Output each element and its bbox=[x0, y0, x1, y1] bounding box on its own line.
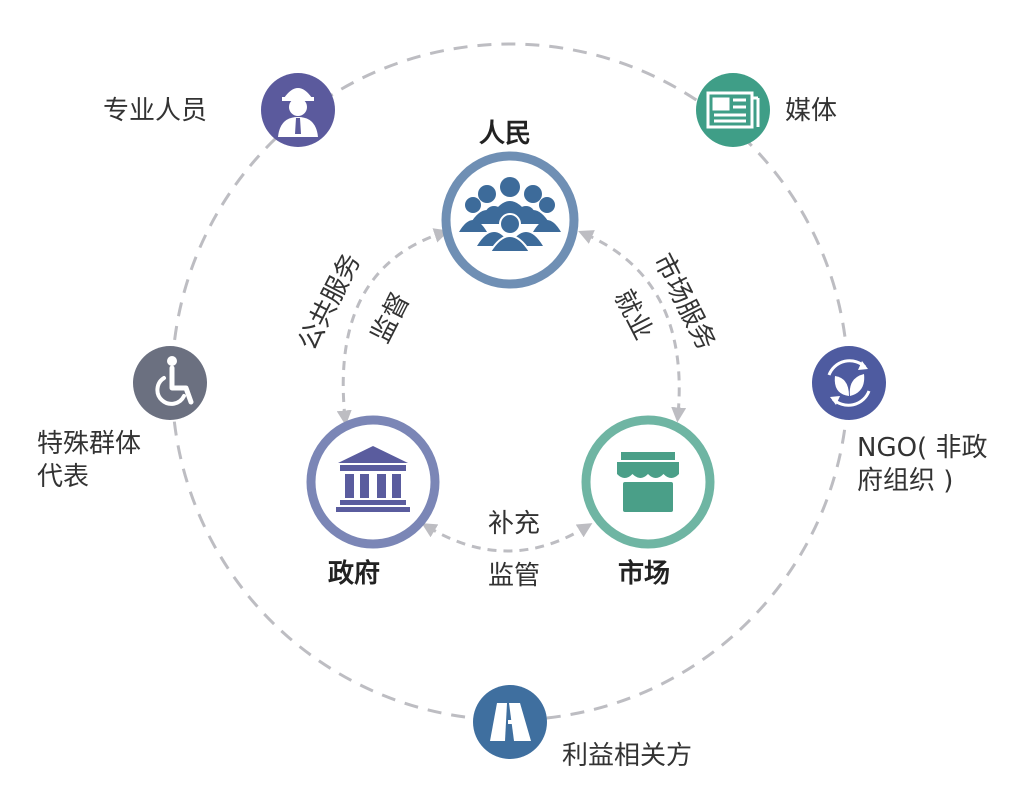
ngo-label-line2: 府组织 ) bbox=[857, 466, 954, 496]
arc-government-market bbox=[421, 523, 593, 553]
supplement-label: 补充 bbox=[488, 509, 541, 539]
media-label: 媒体 bbox=[785, 96, 838, 126]
interested-parties-label: 利益相关方 bbox=[562, 741, 693, 771]
arc-market-people bbox=[578, 230, 687, 423]
media-node bbox=[696, 73, 770, 147]
professionals-label: 专业人员 bbox=[103, 96, 208, 126]
road-icon bbox=[490, 703, 531, 741]
government-building-icon bbox=[336, 446, 410, 512]
government-label: 政府 bbox=[328, 559, 381, 589]
professionals-node bbox=[261, 73, 335, 147]
regulation-label: 监管 bbox=[488, 561, 541, 591]
people-group-icon bbox=[459, 177, 561, 253]
special-groups-node bbox=[133, 346, 207, 420]
market-node bbox=[581, 415, 715, 549]
newspaper-icon bbox=[706, 91, 760, 129]
market-label: 市场 bbox=[618, 559, 671, 589]
people-label: 人民 bbox=[479, 119, 532, 149]
government-node bbox=[306, 415, 440, 549]
leaf-recycle-icon bbox=[827, 359, 871, 407]
wheelchair-icon bbox=[155, 356, 194, 406]
special-groups-label-line1: 特殊群体 bbox=[37, 429, 142, 459]
special-groups-label-line2: 代表 bbox=[37, 462, 90, 492]
storefront-icon bbox=[617, 452, 679, 512]
arc-government-people bbox=[336, 228, 450, 426]
ngo-label-line1: NGO( 非政 bbox=[857, 433, 988, 463]
ngo-node bbox=[812, 346, 886, 420]
people-node bbox=[441, 151, 579, 289]
interested-parties-node bbox=[473, 685, 547, 759]
